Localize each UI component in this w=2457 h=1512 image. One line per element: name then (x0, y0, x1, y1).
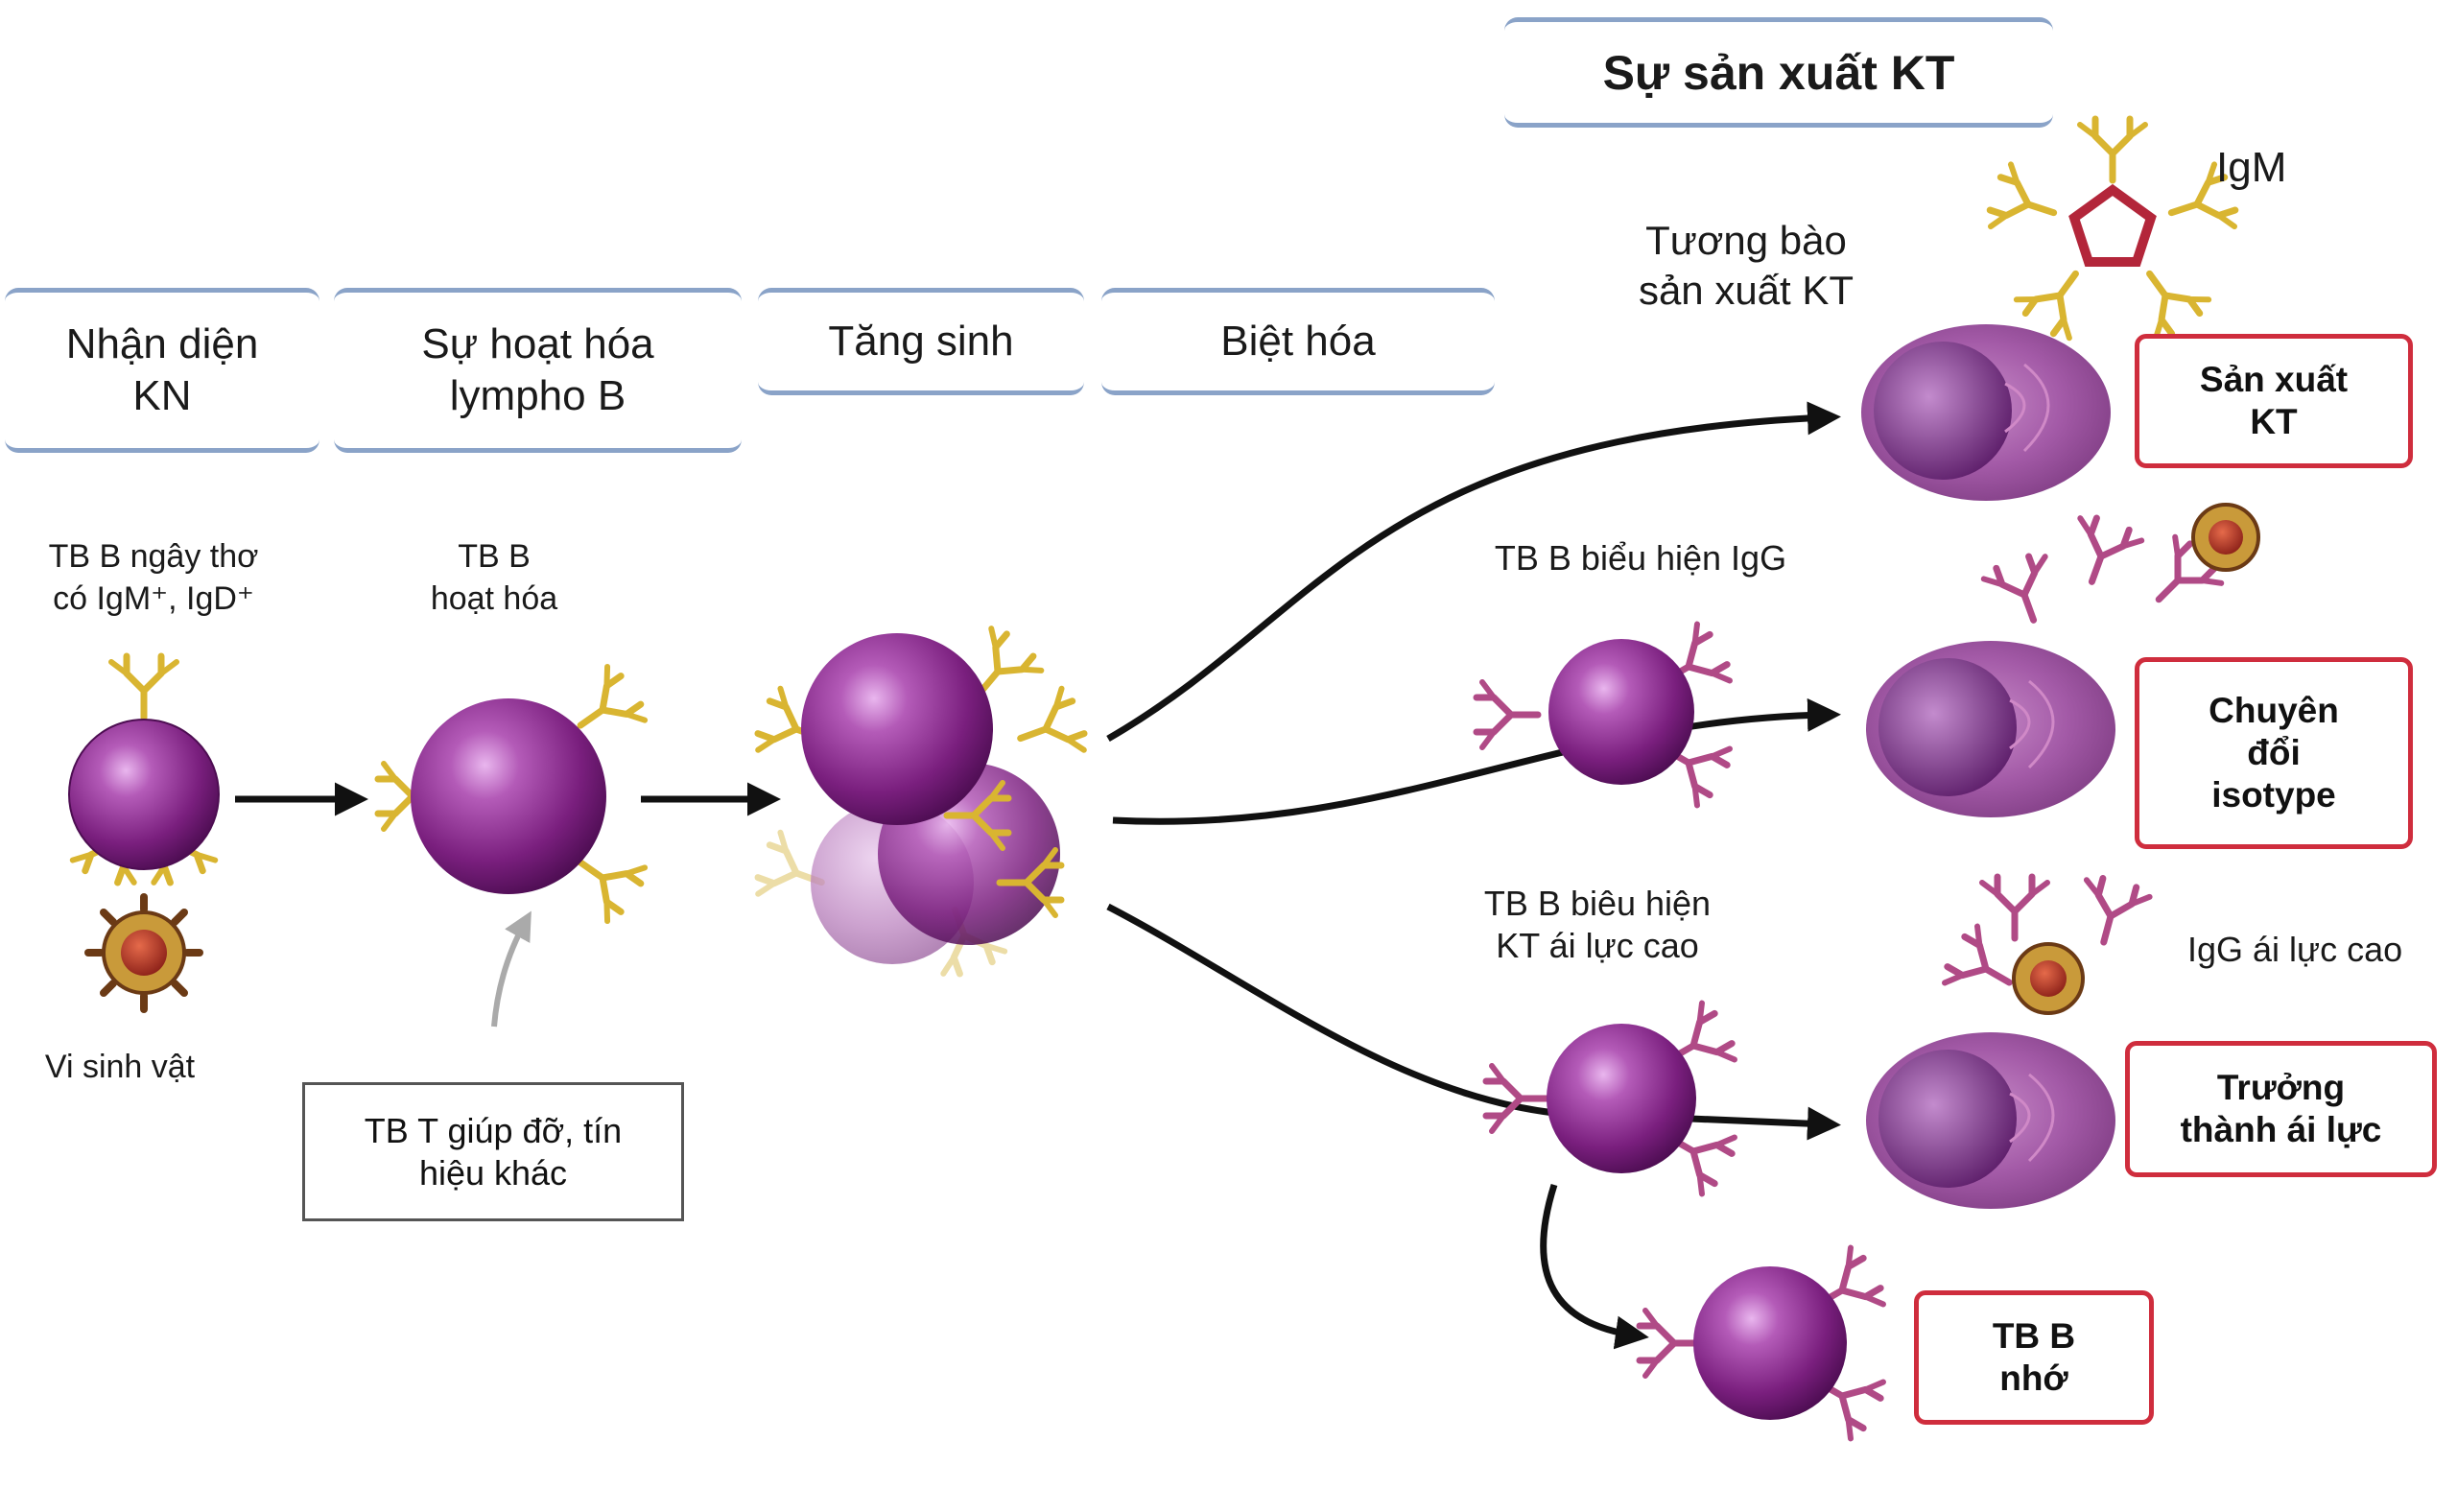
plasma-cell-igm (1861, 324, 2111, 501)
label-high-affinity-b: TB B biêu hiện KT ái lực cao (1483, 884, 1712, 965)
label-plasma-cell: Tương bào sản xuất KT (1638, 218, 1855, 313)
naive-b-cell (69, 656, 219, 887)
high-affinity-b-cell (1486, 1001, 1739, 1197)
activated-b-cell (378, 664, 650, 925)
label-helper-t: TB T giúp đỡ, tín hiệu khác (302, 1082, 684, 1221)
branch-arrows (1106, 401, 1841, 1350)
outcome-memory-b: TB B nhớ (1914, 1290, 2154, 1425)
header-proliferation: Tăng sinh (758, 288, 1084, 395)
label-high-affinity-igg: IgG ái lực cao (2187, 930, 2403, 969)
microbe-icon (84, 893, 203, 1013)
header-recognition: Nhận diện KN (5, 288, 319, 453)
header-activation: Sự hoạt hóa lympho B (334, 288, 742, 453)
plasma-cell-high-affinity (1866, 1032, 2115, 1209)
arrow-helper-t (491, 910, 532, 1028)
outcome-affinity-maturation: Trưởng thành ái lực (2125, 1041, 2437, 1177)
label-naive-b: TB B ngây thơ có IgM⁺, IgD⁺ (48, 538, 259, 617)
outcome-isotype-switching: Chuyên đổi isotype (2135, 657, 2413, 849)
antigen-icon-2 (2012, 942, 2085, 1015)
label-activated-b: TB B hoạt hóa (430, 538, 558, 617)
header-differentiation: Biệt hóa (1101, 288, 1495, 395)
label-microbe: Vi sinh vật (44, 1049, 196, 1085)
igm-pentamer-icon (1985, 119, 2239, 343)
plasma-cell-igg (1866, 641, 2115, 817)
secreted-igg-icon (1982, 513, 2226, 631)
header-antibody-production: Sự sản xuất KT (1504, 17, 2053, 128)
antigen-icon (2191, 503, 2260, 572)
proliferating-b-cells (753, 625, 1090, 980)
memory-b-cell (1640, 1245, 1888, 1442)
label-igm: IgM (2216, 144, 2287, 191)
outcome-antibody-secretion: Sản xuất KT (2135, 334, 2413, 468)
label-igg-b: TB B biểu hiện IgG (1494, 538, 1787, 578)
igg-b-cell (1477, 622, 1735, 809)
